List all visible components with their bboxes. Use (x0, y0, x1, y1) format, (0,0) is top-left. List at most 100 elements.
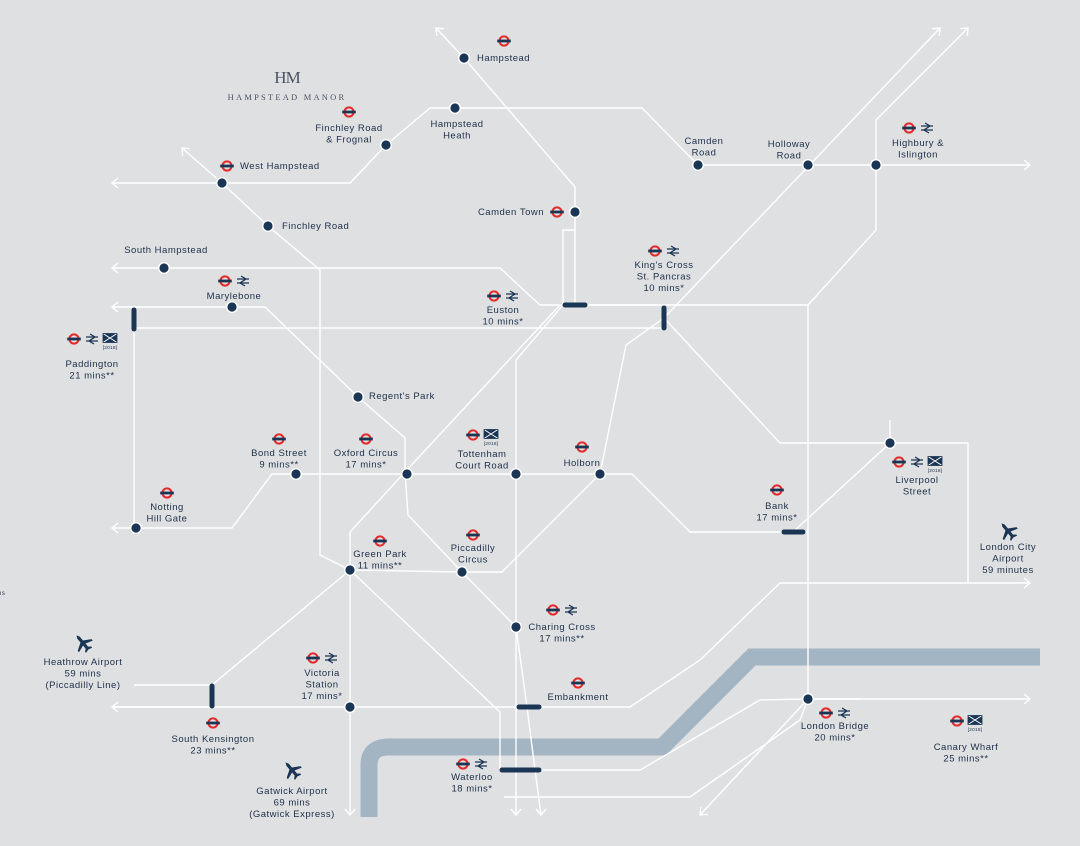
camden-road-label-line: Camden (685, 136, 724, 147)
london-city-airport-label-line: Airport (992, 554, 1023, 565)
london-bridge-station-dot[interactable] (802, 693, 815, 706)
crossrail-year: [2018] (968, 727, 983, 733)
finchley-road-frognal-station-dot[interactable] (380, 138, 393, 151)
hampstead-heath-station-dot[interactable] (449, 101, 462, 114)
airplane-icon (76, 635, 93, 653)
national-rail-icon (911, 456, 923, 468)
waterloo-icons (456, 758, 487, 770)
victoria-label-line: Station (305, 680, 338, 691)
kings-cross-label-line: St. Pancras (637, 272, 692, 283)
bond-street-station-dot[interactable] (290, 468, 303, 481)
green-park-station-dot[interactable] (344, 564, 357, 577)
finchley-road-station-dot[interactable] (262, 219, 275, 232)
west-hampstead-label[interactable]: West Hampstead (240, 161, 320, 172)
notting-hill-gate-station-dot[interactable] (129, 522, 142, 535)
embankment-icons (571, 677, 585, 689)
arrow-icon (181, 147, 190, 156)
liverpool-street-label-line: Street (903, 487, 931, 498)
paddington-label-line: 21 mins** (69, 371, 114, 382)
tottenham-court-road-station-dot[interactable] (510, 468, 523, 481)
south-hampstead-station-dot[interactable] (157, 262, 170, 275)
underground-roundel-icon (497, 35, 511, 47)
underground-roundel-icon (160, 487, 174, 499)
gatwick-airport-label-line: Gatwick Airport (256, 786, 327, 797)
charing-cross-station-dot[interactable] (510, 621, 523, 634)
liverpool-street-station-dot[interactable] (884, 437, 897, 450)
underground-roundel-icon (272, 433, 286, 445)
hampstead-label[interactable]: Hampstead (477, 53, 530, 64)
tottenham-court-road-label-line: Court Road (455, 461, 509, 472)
camden-town-icons (550, 206, 564, 218)
camden-town-label[interactable]: Camden Town (478, 207, 544, 218)
heathrow-airport-label-line: Heathrow Airport (44, 657, 123, 668)
hampstead-label-line: Hampstead (477, 53, 530, 64)
underground-roundel-icon (373, 535, 387, 547)
london-city-airport-icons (1001, 523, 1018, 541)
embankment-label[interactable]: Embankment (548, 692, 609, 703)
london-bridge-label-line: London Bridge (801, 721, 869, 732)
charing-cross-icons (546, 604, 577, 616)
regents-park-label[interactable]: Regent's Park (369, 391, 435, 402)
finchley-road-label[interactable]: Finchley Road (282, 221, 349, 232)
hampstead-station-dot[interactable] (458, 52, 471, 65)
station-icons: [2018][2018][2018][2018] (67, 35, 1018, 780)
highbury-islington-station-dot[interactable] (870, 158, 883, 171)
marylebone-station-dot[interactable] (225, 301, 238, 314)
underground-roundel-icon (206, 717, 220, 729)
victoria-label-line: 17 mins* (302, 691, 343, 702)
south-hampstead-label[interactable]: South Hampstead (124, 245, 208, 256)
underground-roundel-icon (456, 758, 470, 770)
canary-wharf-icons: [2018] (950, 715, 983, 733)
hampstead-heath-label-line: Hampstead (430, 119, 483, 130)
piccadilly-circus-station-dot[interactable] (456, 566, 469, 579)
camden-road-station-dot[interactable] (692, 158, 705, 171)
camden-town-station-dot[interactable] (569, 205, 582, 218)
regents-park-station-dot[interactable] (352, 391, 365, 404)
heathrow-airport-label-line: 59 mins (65, 669, 102, 680)
station-dots (129, 52, 897, 714)
holborn-label[interactable]: Holborn (564, 458, 601, 469)
charing-cross-label-line: 17 mins** (539, 634, 584, 645)
arrow-icon (110, 177, 119, 189)
underground-roundel-icon (487, 290, 501, 302)
holborn-station-dot[interactable] (594, 468, 607, 481)
victoria-station-dot[interactable] (344, 701, 357, 714)
paddington-label-line: Paddington (65, 359, 118, 370)
regents-park-label-line: Regent's Park (369, 391, 435, 402)
west-hampstead-station-dot[interactable] (215, 176, 228, 189)
holloway-road-station-dot[interactable] (802, 158, 815, 171)
notting-hill-gate-label-line: Hill Gate (147, 514, 188, 525)
kings-cross-icons (648, 245, 679, 257)
oxford-circus-station-dot[interactable] (401, 468, 414, 481)
highbury-islington-label[interactable]: Highbury &Islington (892, 138, 944, 161)
gatwick-airport-icons (285, 762, 302, 780)
finchley-road-frognal-label-line: Finchley Road (315, 123, 382, 134)
crossrail-icon: [2018] (927, 456, 943, 474)
marylebone-label[interactable]: Marylebone (207, 291, 262, 302)
finchley-road-frognal-label[interactable]: Finchley Road& Frognal (315, 123, 382, 146)
